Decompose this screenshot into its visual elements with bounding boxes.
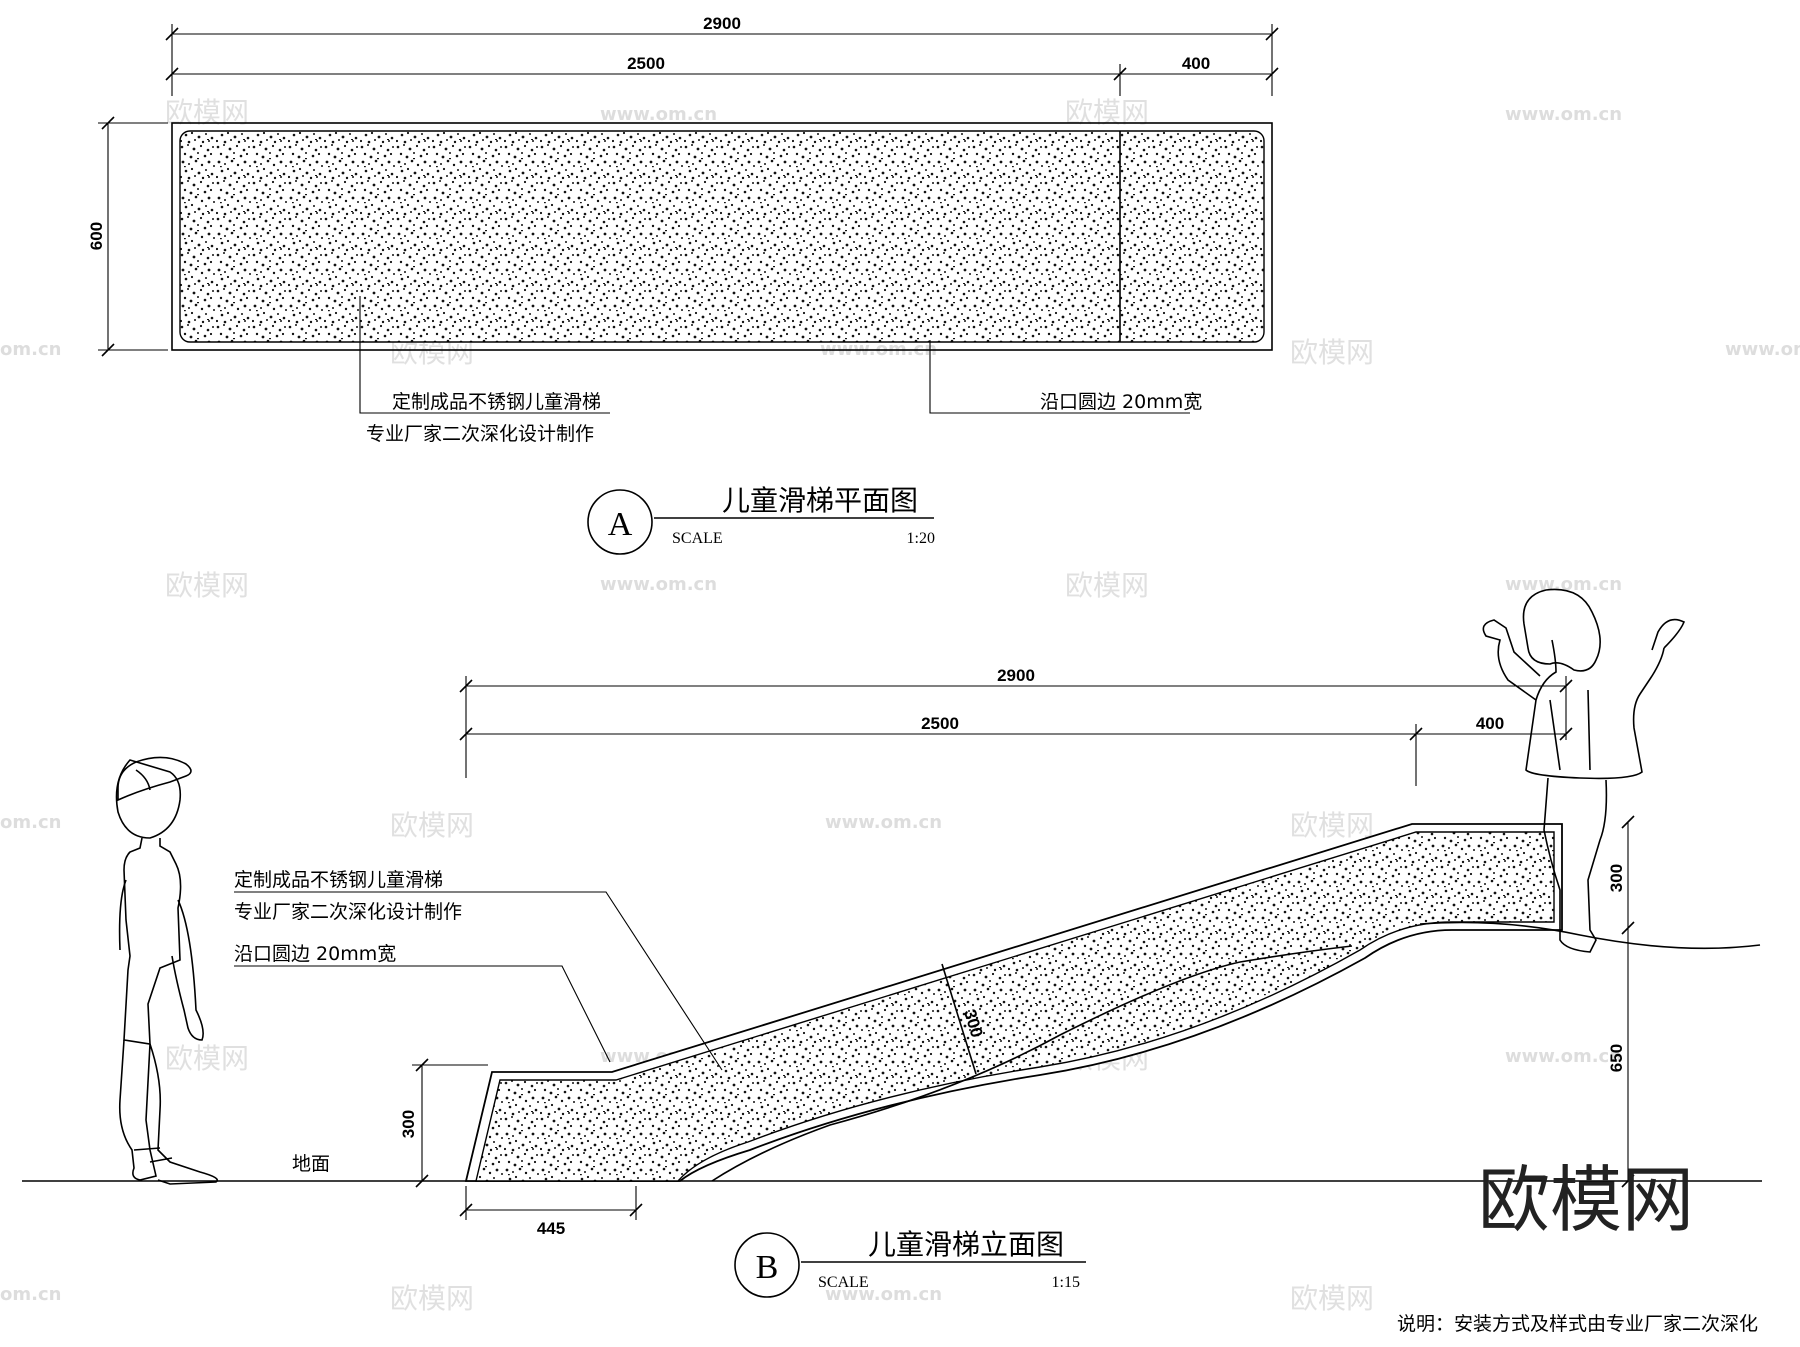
watermark-brand: 欧模网 bbox=[1065, 569, 1149, 602]
watermark-brand: 欧模网 bbox=[1290, 809, 1374, 842]
plan-leader-1 bbox=[359, 296, 610, 414]
plan-title-block: A 儿童滑梯平面图 SCALE 1:20 bbox=[587, 484, 935, 555]
plan-dim-height-label: 600 bbox=[87, 222, 106, 250]
watermark-url: www.om.cn bbox=[825, 1284, 942, 1305]
elev-dim-top-height-label: 300 bbox=[1607, 864, 1626, 892]
elev-leader-2 bbox=[234, 965, 611, 1063]
elev-dim-total-height-label: 650 bbox=[1607, 1044, 1626, 1072]
elev-dim-base-width-label: 445 bbox=[537, 1219, 565, 1238]
watermark-url: www.om.cn bbox=[1505, 104, 1622, 125]
watermark-brand: 欧模网 bbox=[1290, 1282, 1374, 1315]
watermark-brand: 欧模网 bbox=[1290, 336, 1374, 369]
elev-terrain bbox=[1419, 921, 1761, 950]
plan-scale-value: 1:20 bbox=[907, 530, 935, 547]
watermark-url: www.om.cn bbox=[825, 812, 942, 833]
watermark-url: om.cn bbox=[0, 812, 61, 833]
elev-title-block: B 儿童滑梯立面图 SCALE 1:15 bbox=[734, 1228, 1086, 1298]
elev-note-edge: 沿口圆边 20mm宽 bbox=[234, 943, 396, 965]
elev-title: 儿童滑梯立面图 bbox=[868, 1228, 1064, 1261]
elev-dim-total: 2900 bbox=[459, 666, 1573, 778]
plan-marker-circle bbox=[587, 489, 653, 555]
footer-note: 说明：安装方式及样式由专业厂家二次深化 bbox=[1397, 1313, 1758, 1335]
plan-dim-height: 600 bbox=[87, 116, 168, 357]
plan-title: 儿童滑梯平面图 bbox=[722, 484, 918, 517]
elev-dim-total-label: 2900 bbox=[997, 666, 1035, 685]
elev-dim-split: 2500 400 bbox=[459, 714, 1573, 786]
elev-note-product: 定制成品不锈钢儿童滑梯 bbox=[234, 869, 443, 891]
elev-dim-main-label: 2500 bbox=[921, 714, 959, 733]
elev-dim-base-width: 445 bbox=[459, 1186, 643, 1238]
plan-leader-2 bbox=[929, 340, 1190, 414]
plan-dim-total-label: 2900 bbox=[703, 14, 741, 33]
elev-dim-right: 300 650 bbox=[1607, 815, 1635, 1188]
elev-scale-value: 1:15 bbox=[1052, 1274, 1080, 1291]
elev-note-fabrication: 专业厂家二次深化设计制作 bbox=[234, 901, 462, 923]
watermark-brand: 欧模网 bbox=[1065, 96, 1149, 129]
plan-slide-surface bbox=[179, 130, 1265, 343]
elev-dim-base-height: 300 bbox=[399, 1058, 488, 1188]
plan-dim-split: 2500 400 bbox=[165, 54, 1279, 96]
elev-marker-circle bbox=[734, 1232, 800, 1298]
watermark-url: www.om.cn bbox=[600, 104, 717, 125]
elev-slope-thickness-line bbox=[941, 963, 977, 1075]
plan-slide-outer bbox=[171, 122, 1273, 351]
plan-scale-label: SCALE bbox=[672, 530, 723, 547]
elev-leader-1 bbox=[234, 891, 723, 1071]
brand-logo: 欧模网 bbox=[1478, 1158, 1694, 1242]
watermark-url: om.cn bbox=[0, 339, 61, 360]
watermark-brand: 欧模网 bbox=[390, 1282, 474, 1315]
elev-marker: B bbox=[756, 1249, 779, 1286]
watermark-brand: 欧模网 bbox=[165, 569, 249, 602]
plan-dim-total: 2900 bbox=[165, 14, 1279, 96]
plan-note-edge: 沿口圆边 20mm宽 bbox=[1040, 391, 1202, 413]
watermark-brand: 欧模网 bbox=[390, 809, 474, 842]
elev-dim-top-label: 400 bbox=[1476, 714, 1504, 733]
watermark-brand: 欧模网 bbox=[165, 1042, 249, 1075]
plan-dim-main-label: 2500 bbox=[627, 54, 665, 73]
elev-slide-surface bbox=[475, 831, 1555, 1182]
plan-view: 2900 2500 400 600 定制成品不锈钢儿童滑梯 专业厂家 bbox=[87, 14, 1279, 555]
plan-note-product: 定制成品不锈钢儿童滑梯 bbox=[392, 391, 601, 413]
elev-scale-label: SCALE bbox=[818, 1274, 869, 1291]
elev-slide-underside bbox=[711, 945, 1353, 1182]
watermark-url: www.om.cn bbox=[1725, 339, 1800, 360]
watermark-url: om.cn bbox=[0, 1284, 61, 1305]
boy-figure bbox=[115, 756, 219, 1185]
watermark-brand: 欧模网 bbox=[165, 96, 249, 129]
watermark-url: www.om.cn bbox=[600, 574, 717, 595]
elevation-view: 地面 2900 2500 400 300 650 bbox=[22, 588, 1762, 1298]
plan-dim-top-label: 400 bbox=[1182, 54, 1210, 73]
plan-marker: A bbox=[608, 506, 633, 543]
watermark-url: www.om.cn bbox=[1505, 574, 1622, 595]
girl-figure bbox=[1482, 588, 1686, 953]
elev-dim-base-height-label: 300 bbox=[399, 1110, 418, 1138]
watermark-url: www.om.cn bbox=[1505, 1046, 1622, 1067]
plan-note-fabrication: 专业厂家二次深化设计制作 bbox=[366, 423, 594, 445]
ground-label: 地面 bbox=[292, 1153, 330, 1175]
